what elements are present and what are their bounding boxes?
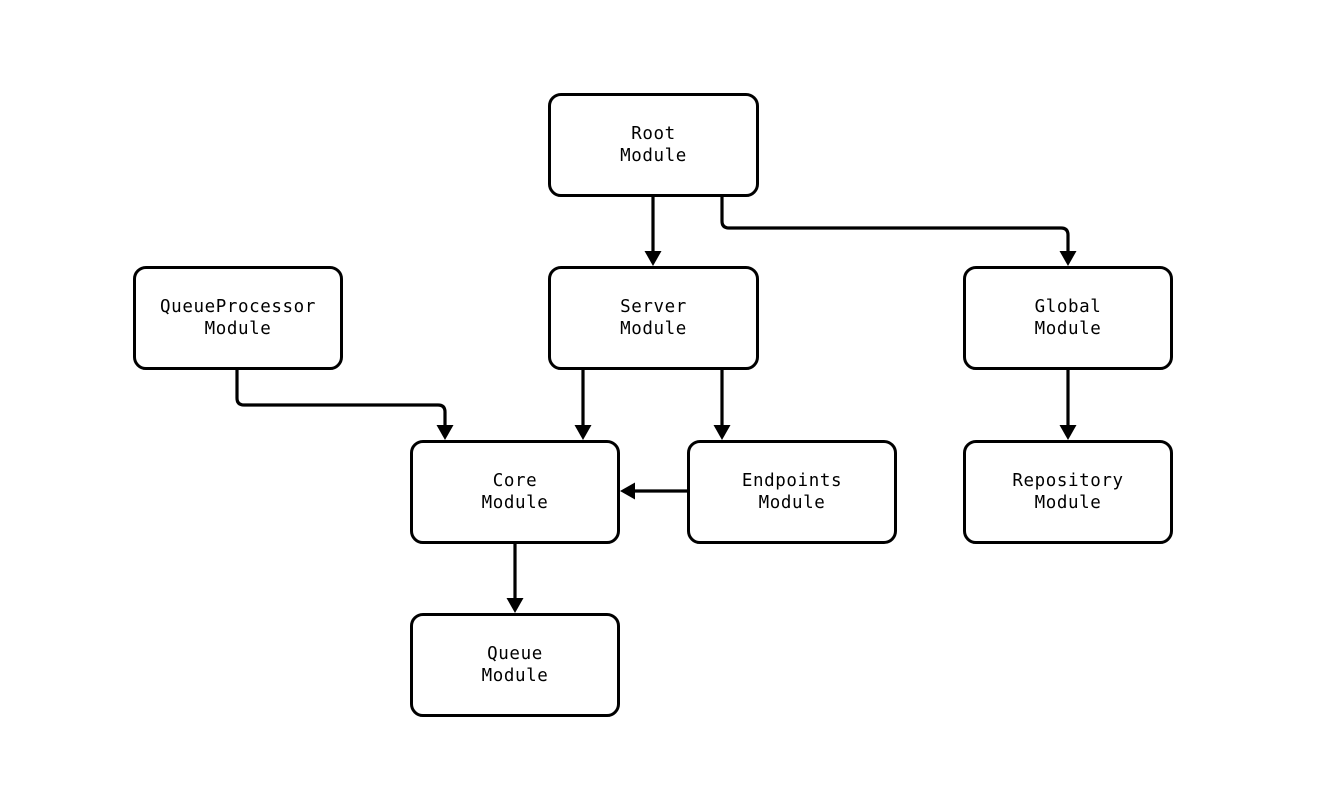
edge-server-to-core: [574, 370, 592, 440]
arrowhead-root-to-global: [1059, 251, 1077, 266]
node-label-secondary: Module: [620, 319, 687, 339]
node-label-primary: Core: [492, 471, 538, 491]
arrowhead-queueprocessor-to-core: [436, 425, 454, 440]
node-label-secondary: Module: [204, 319, 272, 339]
node-label-primary: Endpoints: [741, 471, 843, 491]
arrowhead-server-to-core: [574, 425, 592, 440]
edge-core-to-queue: [506, 544, 524, 613]
arrowhead-server-to-endpoints: [713, 425, 731, 440]
edge-root-to-global: [720, 197, 1077, 266]
node-label-secondary: Module: [620, 146, 687, 166]
node-label-primary: Queue: [487, 644, 543, 664]
edge-root-to-server: [644, 197, 662, 266]
edge-global-to-repository: [1059, 370, 1077, 440]
node-label-primary: Repository: [1012, 471, 1124, 491]
edge-server-to-endpoints: [713, 370, 731, 440]
node-label-secondary: Module: [1034, 493, 1102, 513]
arrowhead-core-to-queue: [506, 598, 524, 613]
edge-endpoints-to-core: [620, 482, 687, 500]
node-label-secondary: Module: [758, 493, 826, 513]
edge-queueprocessor-to-core: [235, 370, 454, 440]
node-label-secondary: Module: [481, 666, 549, 686]
node-label-secondary: Module: [1034, 319, 1102, 339]
arrowhead-global-to-repository: [1059, 425, 1077, 440]
arrowhead-endpoints-to-core: [620, 482, 635, 500]
arrowhead-root-to-server: [644, 251, 662, 266]
node-label-primary: QueueProcessor: [160, 297, 316, 317]
node-label-secondary: Module: [481, 493, 549, 513]
node-label-primary: Global: [1034, 297, 1102, 317]
node-label-primary: Server: [620, 297, 687, 317]
node-label-primary: Root: [631, 124, 676, 144]
